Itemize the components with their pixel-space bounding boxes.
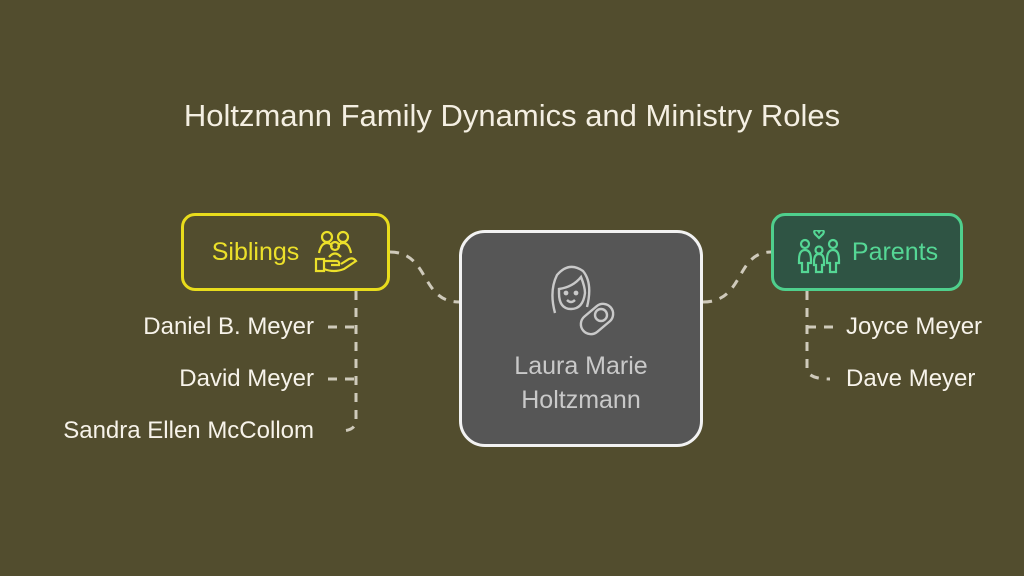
connector-siblings-list bbox=[339, 291, 358, 433]
sibling-item: Daniel B. Meyer bbox=[143, 313, 314, 340]
family-hand-icon bbox=[315, 230, 358, 273]
parents-label: Parents bbox=[851, 237, 939, 266]
connector-siblings-center bbox=[389, 250, 460, 304]
parent-item: Dave Meyer bbox=[846, 365, 976, 392]
center-name-line2: Holtzmann bbox=[521, 385, 641, 414]
connector-parents-list bbox=[805, 291, 831, 381]
connector-center-parents bbox=[702, 250, 772, 304]
center-node[interactable]: Laura Marie Holtzmann bbox=[459, 230, 703, 447]
center-name-line1: Laura Marie bbox=[514, 351, 648, 380]
sibling-item: David Meyer bbox=[179, 365, 314, 392]
family-heart-icon bbox=[797, 230, 841, 274]
parents-node[interactable]: Parents bbox=[771, 213, 963, 291]
mother-baby-icon bbox=[551, 265, 615, 335]
diagram-title: Holtzmann Family Dynamics and Ministry R… bbox=[183, 98, 841, 133]
siblings-node[interactable]: Siblings bbox=[181, 213, 390, 291]
sibling-item: Sandra Ellen McCollom bbox=[63, 417, 314, 444]
parent-item: Joyce Meyer bbox=[846, 313, 983, 340]
siblings-label: Siblings bbox=[211, 237, 300, 266]
